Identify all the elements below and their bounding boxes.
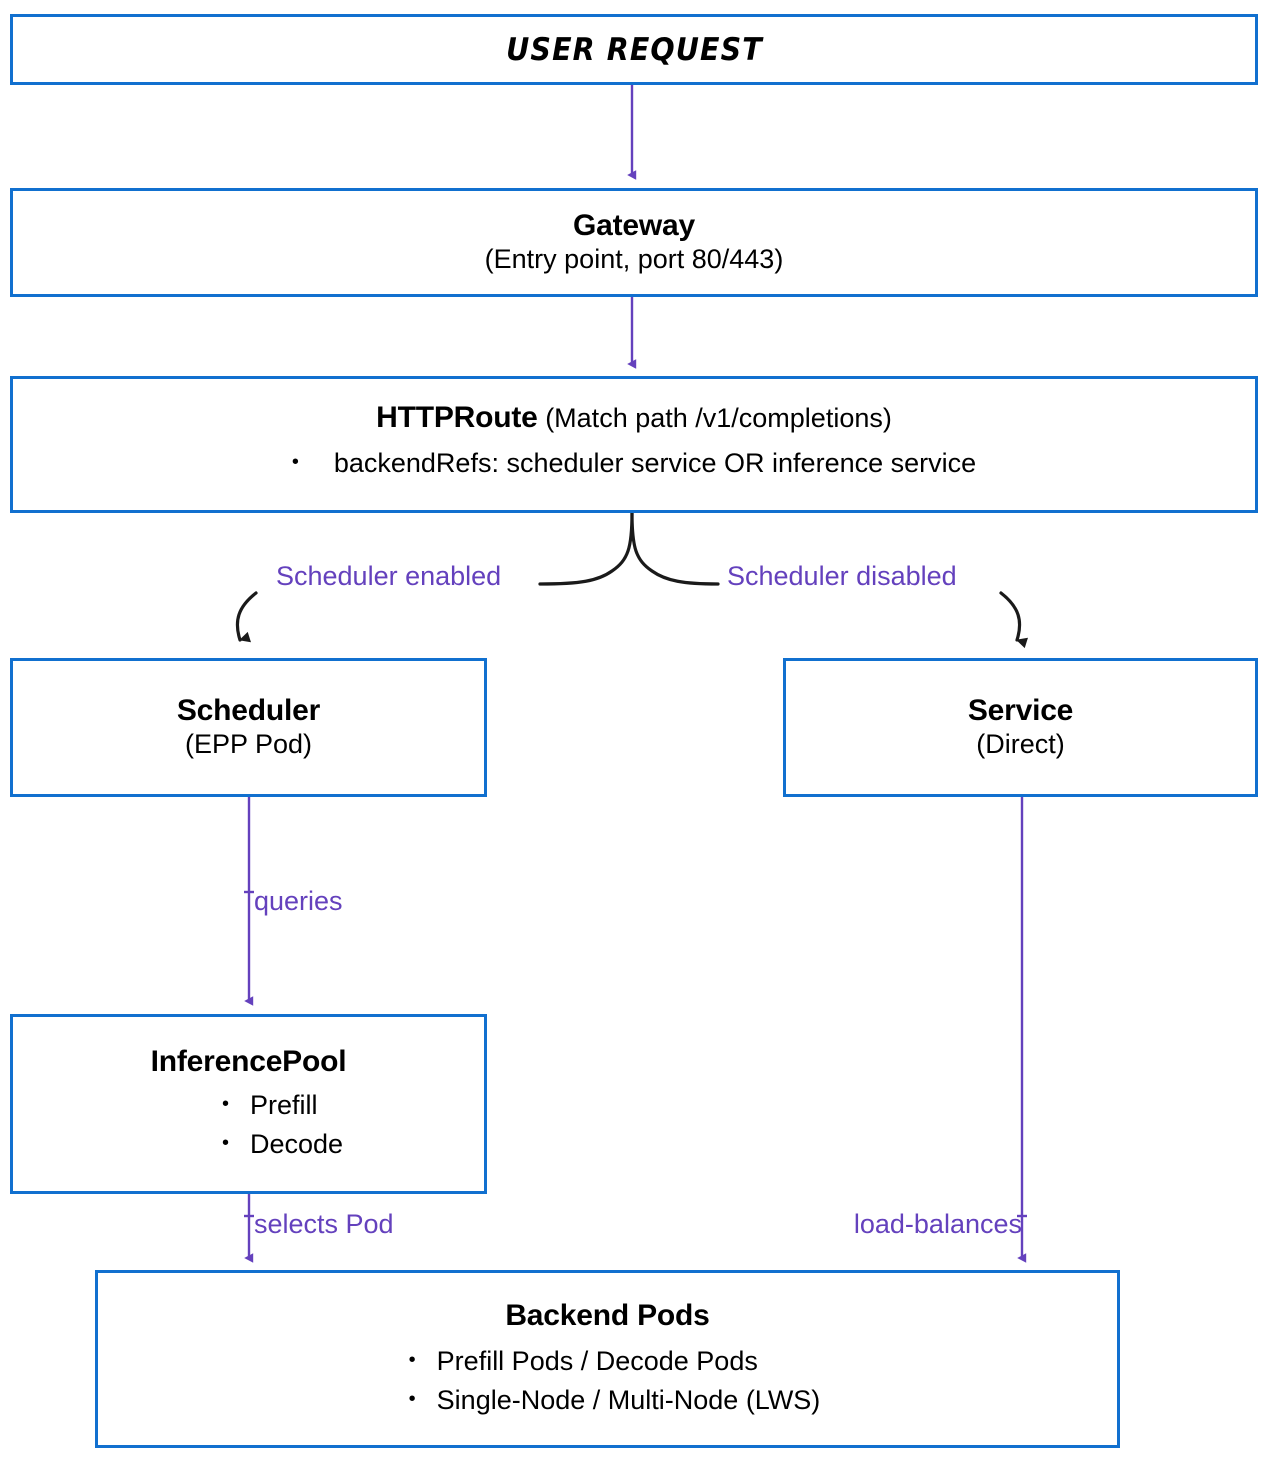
gateway-title: Gateway xyxy=(573,209,695,243)
backend-pods-bullet-list: Prefill Pods / Decode Pods Single-Node /… xyxy=(403,1341,821,1421)
edge-branch-to-scheduler xyxy=(235,591,258,643)
inferencepool-title: InferencePool xyxy=(150,1045,347,1078)
scheduler-title: Scheduler xyxy=(176,694,321,728)
inferencepool-bullet-item: Decode xyxy=(216,1124,343,1164)
edge-service-to-backendpods xyxy=(1017,797,1027,1263)
service-title: Service xyxy=(967,694,1074,728)
gateway-subtitle: (Entry point, port 80/443) xyxy=(484,243,784,274)
inferencepool-bullet-list: Prefill Decode xyxy=(216,1085,343,1165)
node-gateway[interactable]: Gateway (Entry point, port 80/443) xyxy=(10,188,1258,297)
edge-label-load-balances: load-balances xyxy=(853,1209,1022,1239)
backend-pods-bullet-item: Prefill Pods / Decode Pods xyxy=(403,1341,821,1381)
inferencepool-bullet-item: Prefill xyxy=(216,1085,343,1125)
httproute-bullet-item: backendRefs: scheduler service OR infere… xyxy=(292,443,976,483)
edge-branch-to-service xyxy=(999,591,1028,649)
node-httproute[interactable]: HTTPRoute (Match path /v1/completions) b… xyxy=(10,376,1258,513)
httproute-title-suffix: (Match path /v1/completions) xyxy=(545,403,892,433)
edge-scheduler-to-inferencepool xyxy=(244,797,254,1006)
httproute-bullet-list: backendRefs: scheduler service OR infere… xyxy=(292,443,976,483)
node-scheduler[interactable]: Scheduler (EPP Pod) xyxy=(10,658,487,797)
edge-label-scheduler-disabled: Scheduler disabled xyxy=(727,561,957,591)
edge-inferencepool-to-backendpods xyxy=(244,1194,254,1263)
edge-label-queries: queries xyxy=(254,886,343,916)
edge-label-scheduler-enabled: Scheduler enabled xyxy=(276,561,502,591)
service-subtitle: (Direct) xyxy=(976,728,1065,759)
backend-pods-title: Backend Pods xyxy=(505,1299,710,1332)
edge-label-selects-pod: selects Pod xyxy=(254,1209,394,1239)
scheduler-subtitle: (EPP Pod) xyxy=(184,728,313,759)
node-service[interactable]: Service (Direct) xyxy=(783,658,1258,797)
node-user-request[interactable]: USER REQUEST xyxy=(10,14,1258,85)
edge-httproute-branch xyxy=(538,511,720,586)
node-backend-pods[interactable]: Backend Pods Prefill Pods / Decode Pods … xyxy=(95,1270,1120,1448)
backend-pods-bullet-item: Single-Node / Multi-Node (LWS) xyxy=(403,1380,821,1420)
httproute-title-main: HTTPRoute xyxy=(376,401,538,434)
user-request-title: USER REQUEST xyxy=(505,31,763,68)
node-inferencepool[interactable]: InferencePool Prefill Decode xyxy=(10,1014,487,1194)
httproute-title: HTTPRoute (Match path /v1/completions) xyxy=(376,401,892,436)
